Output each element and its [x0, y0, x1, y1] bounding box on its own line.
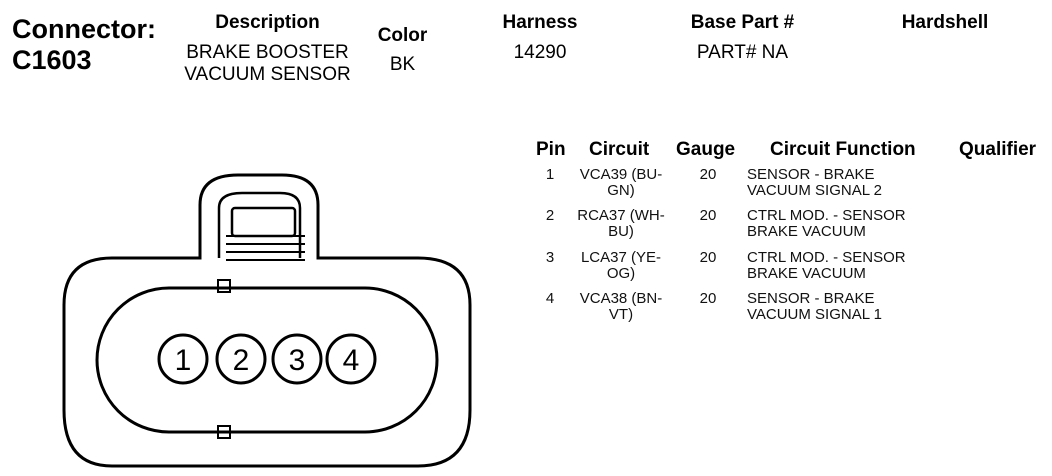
pin-cavity — [95, 286, 439, 434]
description-value: BRAKE BOOSTER VACUUM SENSOR — [170, 42, 365, 86]
circuit-function-line-2: BRAKE VACUUM — [747, 265, 866, 282]
circuit-function-line-1: SENSOR - BRAKE — [747, 166, 875, 183]
pin-2-terminal — [215, 333, 267, 385]
wire-gauge: 20 — [699, 207, 717, 224]
connector-title: Connector: C1603 — [12, 14, 156, 76]
bottom-key-notch — [217, 425, 231, 439]
pin-number: 4 — [545, 290, 555, 307]
table-row: 2 RCA37 (WH- BU) 20 CTRL MOD. - SENSOR B… — [0, 208, 1052, 248]
table-row: 4 VCA38 (BN- VT) 20 SENSOR - BRAKE VACUU… — [0, 291, 1052, 331]
pin-4-terminal — [325, 333, 377, 385]
circuit-code-line-2: GN) — [607, 182, 635, 199]
connector-label: Connector: — [12, 14, 156, 44]
circuit-column-header: Circuit — [589, 139, 650, 160]
circuit-code: RCA37 (WH- BU) — [572, 208, 670, 240]
circuit-function-line-1: SENSOR - BRAKE — [747, 290, 875, 307]
pin-3-label: 3 — [289, 344, 306, 377]
circuit-function: SENSOR - BRAKE VACUUM SIGNAL 2 — [747, 167, 947, 199]
circuit-code-line-2: OG) — [606, 265, 636, 282]
table-row: 3 LCA37 (YE- OG) 20 CTRL MOD. - SENSOR B… — [0, 250, 1052, 290]
pin-column-header: Pin — [536, 139, 566, 160]
pin-1-label: 1 — [175, 344, 192, 377]
qualifier-column-header: Qualifier — [959, 139, 1037, 160]
circuit-function-line-2: BRAKE VACUUM — [747, 223, 866, 240]
color-value: BK — [389, 54, 416, 75]
pin-number: 1 — [545, 166, 555, 183]
description-header: Description — [215, 12, 320, 33]
circuit-code: VCA38 (BN- VT) — [572, 291, 670, 323]
connector-face-diagram: 1 2 3 4 — [62, 173, 472, 468]
circuit-function-line-1: CTRL MOD. - SENSOR — [747, 207, 906, 224]
wire-gauge: 20 — [699, 290, 717, 307]
connector-shell-outline — [62, 173, 472, 468]
connector-id: C1603 — [12, 45, 92, 75]
latch-ribs — [226, 235, 305, 261]
pin-number: 3 — [545, 249, 555, 266]
circuit-code-line-1: LCA37 (YE- — [580, 249, 662, 266]
circuit-function: CTRL MOD. - SENSOR BRAKE VACUUM — [747, 208, 947, 240]
description-line-1: BRAKE BOOSTER — [186, 42, 349, 63]
circuit-function: CTRL MOD. - SENSOR BRAKE VACUUM — [747, 250, 947, 282]
gauge-column-header: Gauge — [676, 139, 736, 160]
circuit-code-line-2: BU) — [608, 223, 634, 240]
base-part-header: Base Part # — [690, 12, 795, 33]
circuit-code-line-1: RCA37 (WH- — [577, 207, 665, 224]
harness-header: Harness — [502, 12, 578, 33]
pin-2-label: 2 — [233, 344, 250, 377]
circuit-code-line-1: VCA38 (BN- — [579, 290, 663, 307]
wire-gauge: 20 — [699, 166, 717, 183]
latch-inner-outline — [217, 191, 302, 258]
color-header: Color — [377, 25, 428, 46]
circuit-code-line-2: VT) — [608, 306, 634, 323]
table-row: 1 VCA39 (BU- GN) 20 SENSOR - BRAKE VACUU… — [0, 167, 1052, 207]
circuit-code: VCA39 (BU- GN) — [572, 167, 670, 199]
hardshell-header: Hardshell — [901, 12, 989, 33]
harness-value: 14290 — [513, 42, 567, 63]
circuit-code-line-1: VCA39 (BU- — [579, 166, 663, 183]
base-part-value: PART# NA — [696, 42, 789, 63]
circuit-function-column-header: Circuit Function — [770, 139, 916, 160]
latch-tab — [230, 206, 297, 238]
circuit-function-line-1: CTRL MOD. - SENSOR — [747, 249, 906, 266]
pin-1-terminal — [157, 333, 209, 385]
description-line-2: VACUUM SENSOR — [184, 64, 351, 85]
circuit-function: SENSOR - BRAKE VACUUM SIGNAL 1 — [747, 291, 947, 323]
pin-4-label: 4 — [343, 344, 360, 377]
pin-3-terminal — [271, 333, 323, 385]
pin-number: 2 — [545, 207, 555, 224]
wire-gauge: 20 — [699, 249, 717, 266]
circuit-function-line-2: VACUUM SIGNAL 1 — [747, 306, 883, 323]
top-key-notch — [217, 279, 231, 293]
circuit-function-line-2: VACUUM SIGNAL 2 — [747, 182, 883, 199]
circuit-code: LCA37 (YE- OG) — [572, 250, 670, 282]
